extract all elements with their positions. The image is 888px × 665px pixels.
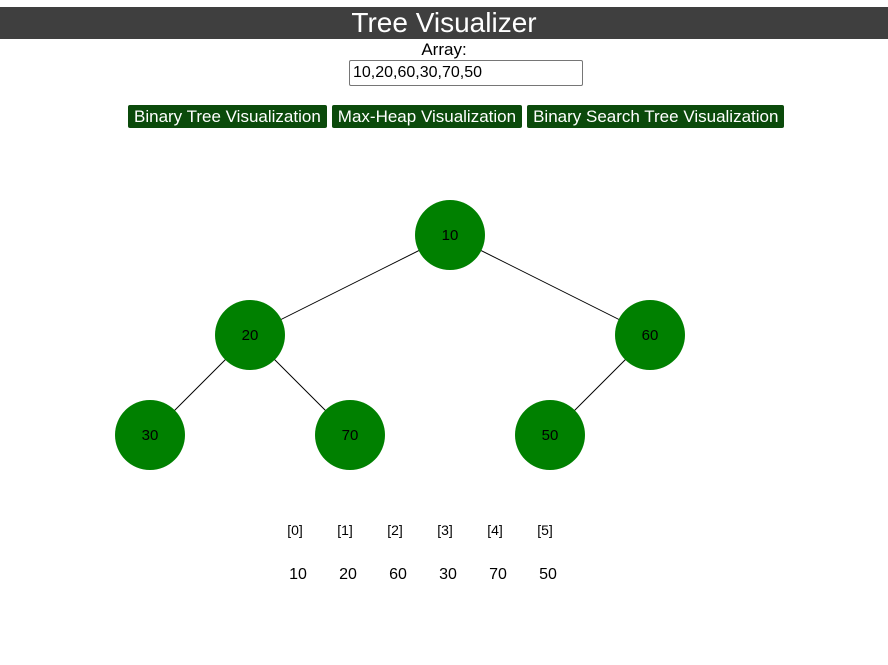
tree-edge bbox=[249, 234, 451, 336]
tree-node-label: 20 bbox=[242, 327, 259, 344]
tree-node: 10 bbox=[415, 200, 485, 270]
tree-node: 20 bbox=[215, 300, 285, 370]
tree-node-label: 60 bbox=[642, 327, 659, 344]
tree-node-label: 10 bbox=[442, 227, 459, 244]
max-heap-button[interactable]: Max-Heap Visualization bbox=[331, 105, 523, 128]
tree-node-label: 70 bbox=[342, 427, 359, 444]
tree-node-circle bbox=[415, 200, 485, 270]
tree-node-circle bbox=[515, 400, 585, 470]
tree-node-circle bbox=[115, 400, 185, 470]
binary-tree-button[interactable]: Binary Tree Visualization bbox=[128, 105, 327, 128]
tree-node: 60 bbox=[615, 300, 685, 370]
tree-node: 70 bbox=[315, 400, 385, 470]
tree-edge bbox=[449, 234, 651, 336]
visualization-button-bar: Binary Tree Visualization Max-Heap Visua… bbox=[128, 105, 785, 128]
tree-node-circle bbox=[215, 300, 285, 370]
tree-node: 30 bbox=[115, 400, 185, 470]
array-label: Array: bbox=[421, 40, 467, 59]
page-title: Tree Visualizer bbox=[351, 7, 537, 38]
bst-button[interactable]: Binary Search Tree Visualization bbox=[527, 105, 785, 128]
array-input[interactable] bbox=[349, 60, 583, 86]
tree-node-circle bbox=[615, 300, 685, 370]
tree-node-circle bbox=[315, 400, 385, 470]
app-header: Tree Visualizer bbox=[0, 7, 888, 39]
tree-node: 50 bbox=[515, 400, 585, 470]
tree-node-label: 50 bbox=[542, 427, 559, 444]
tree-node-label: 30 bbox=[142, 427, 159, 444]
